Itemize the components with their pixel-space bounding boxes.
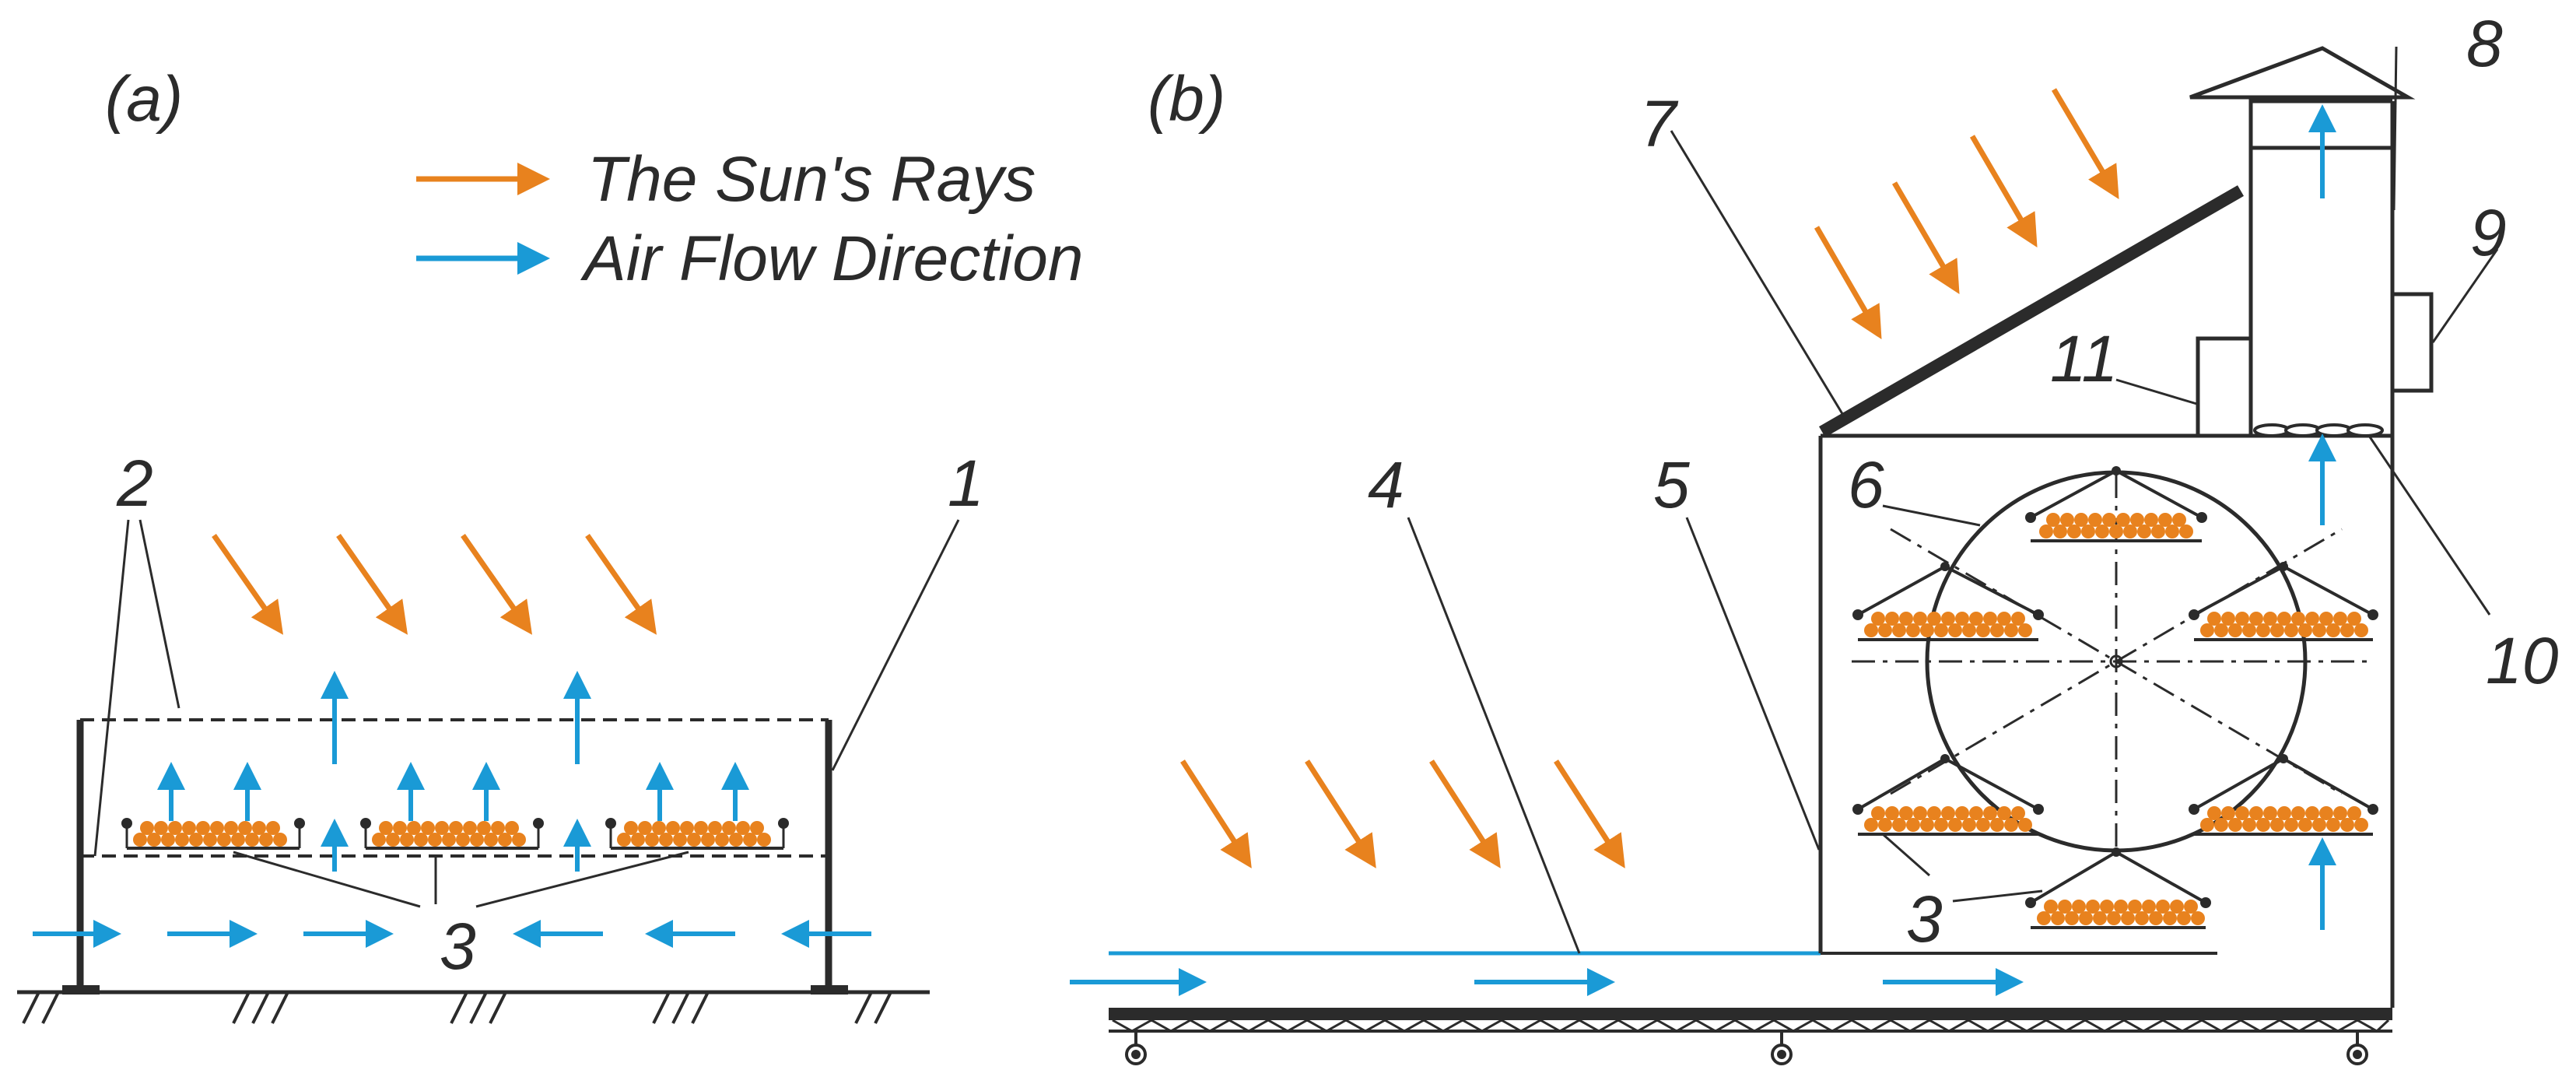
- solar-panel: [1819, 185, 2244, 437]
- callout-3-b: 3: [1906, 882, 1943, 956]
- panel-b: 3 4 5 6 7 8 9 10 11: [1070, 7, 2559, 1065]
- drum-tray-upper-right: [2189, 562, 2378, 641]
- tray-a-1: [121, 818, 305, 850]
- callout-2-a: 2: [116, 447, 153, 520]
- callout-lines-a: [93, 519, 960, 908]
- legend-sun-label: The Sun's Rays: [587, 144, 1036, 215]
- callout-5-b: 5: [1653, 448, 1690, 521]
- chimney-cap: [2189, 46, 2416, 100]
- drum-tray-top: [2025, 466, 2207, 542]
- callout-11-b: 11: [2050, 322, 2118, 395]
- callout-9-b: 9: [2470, 196, 2507, 269]
- callout-7-b: 7: [1640, 87, 1679, 160]
- tray-a-2: [360, 818, 544, 850]
- trailer-wheels: [1125, 1031, 2368, 1065]
- callout-lines-b: [1407, 46, 2499, 954]
- exhaust-fans: [2253, 423, 2384, 437]
- callout-4-b: 4: [1368, 448, 1404, 521]
- rotating-drum: [1852, 470, 2373, 853]
- drum-tray-bottom: [2025, 847, 2211, 929]
- air-flow-b: [1070, 104, 2336, 996]
- air-flow-a: [33, 671, 871, 948]
- trailer-truss: [1112, 1019, 2390, 1033]
- callout-6-b: 6: [1848, 448, 1884, 521]
- drum-tray-lower-left: [1852, 754, 2044, 836]
- drum-tray-lower-right: [2189, 754, 2378, 836]
- ground-hatch-a: [22, 991, 892, 1024]
- legend: The Sun's Rays Air Flow Direction: [416, 144, 1083, 294]
- sun-rays-a: [212, 533, 657, 635]
- drum-tray-upper-left: [1852, 562, 2044, 641]
- fan-housing: [2390, 292, 2434, 393]
- sun-rays-b: [1180, 88, 2119, 868]
- panel-a: 1 2 3: [17, 447, 984, 1024]
- post-left-base: [62, 985, 100, 995]
- post-right-base: [811, 985, 848, 995]
- callout-1-a: 1: [948, 447, 984, 520]
- callout-3-a: 3: [440, 910, 476, 983]
- panel-a-label: (a): [105, 64, 183, 135]
- panel-b-label: (b): [1148, 64, 1225, 135]
- callout-8-b: 8: [2466, 7, 2503, 80]
- tray-a-3: [605, 818, 789, 850]
- legend-air-label: Air Flow Direction: [580, 223, 1083, 294]
- trailer-bed: [1109, 1008, 2392, 1020]
- control-box: [2196, 336, 2253, 438]
- callout-10-b: 10: [2486, 624, 2559, 697]
